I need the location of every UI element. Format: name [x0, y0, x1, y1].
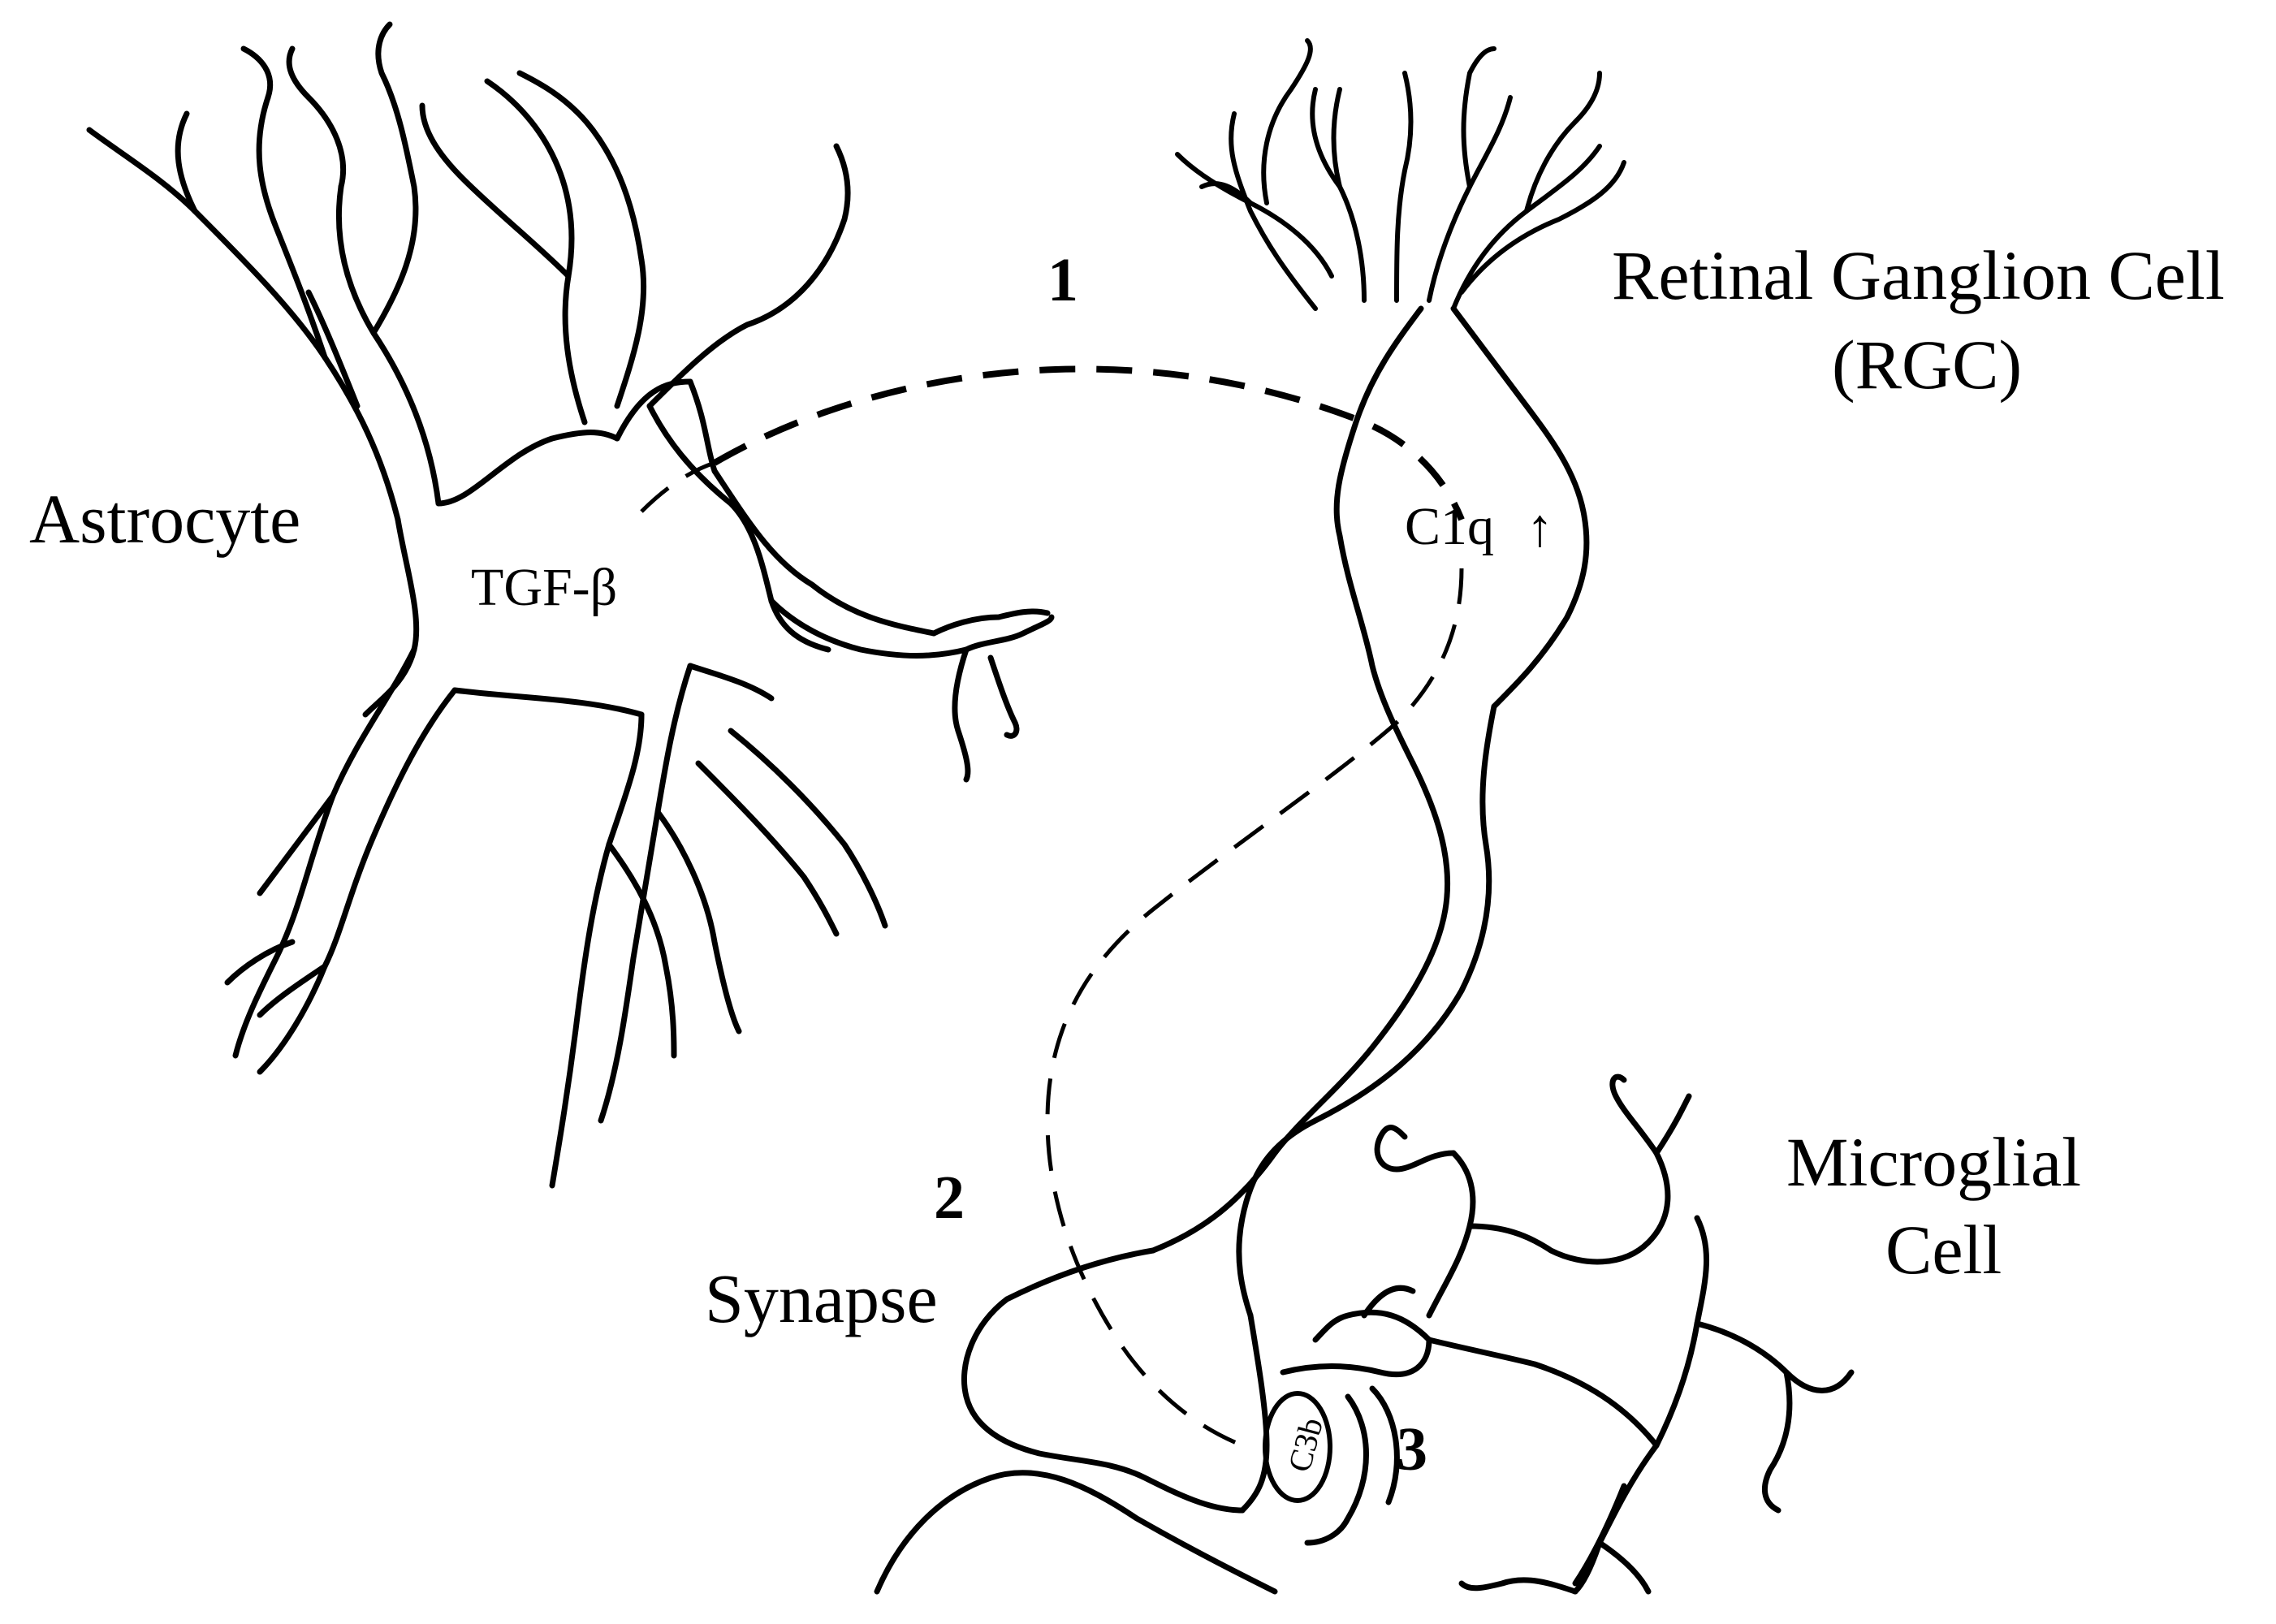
- labels: Astrocyte TGF-β 1 Retinal Ganglion Cell …: [29, 236, 2225, 1484]
- microglia-drawing: [1263, 1073, 1855, 1595]
- microglia-label-line2: Cell: [1885, 1211, 2002, 1289]
- rgc-label-line1: Retinal Ganglion Cell: [1612, 236, 2225, 314]
- c3b-tag: [1263, 1391, 1332, 1503]
- pathway-tgf-start: [640, 460, 715, 513]
- microglia-label-line1: Microglial: [1786, 1123, 2081, 1201]
- c1q-up-arrow-icon: ↑: [1527, 499, 1553, 558]
- tgf-beta-label: TGF-β: [471, 558, 617, 617]
- rgc-label-line2: (RGC): [1832, 326, 2022, 404]
- rgc-drawing: [874, 38, 1626, 1595]
- c3b-label: C3b: [1281, 1414, 1330, 1475]
- astrocyte-drawing: [86, 21, 1055, 1189]
- step-1-label: 1: [1047, 246, 1078, 314]
- astrocyte-label: Astrocyte: [29, 480, 300, 558]
- step-2-label: 2: [934, 1164, 965, 1232]
- step-3-label: 3: [1397, 1415, 1427, 1484]
- pathway-arc-1: [712, 365, 1465, 521]
- synapse-label: Synapse: [705, 1259, 938, 1337]
- pathway-arc-2: [1045, 568, 1464, 1448]
- c1q-label: C1q: [1405, 497, 1494, 556]
- signaling-pathway: [640, 365, 1465, 1448]
